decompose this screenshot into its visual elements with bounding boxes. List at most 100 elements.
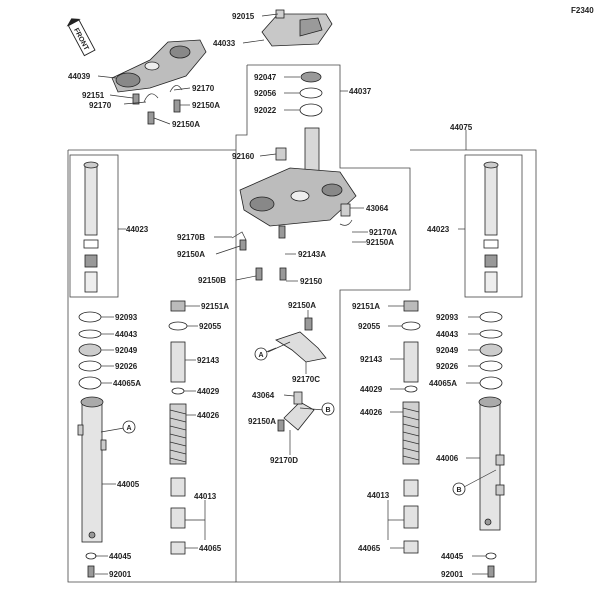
- right-fork-box: [340, 149, 537, 583]
- label-44013-left: 44013: [194, 492, 217, 501]
- bolt-92150: [279, 267, 287, 281]
- label-92093-left: 92093: [115, 313, 138, 322]
- callout-a-center-text: A: [258, 352, 263, 359]
- bolt-92151-top: [132, 93, 140, 105]
- clip-92170b: [231, 231, 247, 241]
- o-ring-92055-left: [168, 321, 188, 331]
- bolt-92143a: [278, 225, 286, 239]
- label-44033: 44033: [213, 39, 236, 48]
- label-44065a-left: 44065A: [113, 379, 141, 388]
- bush-44065a-left: [78, 376, 102, 390]
- label-92170b: 92170B: [177, 233, 205, 242]
- label-44026-left: 44026: [197, 411, 220, 420]
- label-92143-right: 92143: [360, 355, 383, 364]
- nut-92047: [300, 71, 322, 83]
- washer-92026-right: [479, 360, 503, 372]
- label-43064-top: 43064: [366, 204, 389, 213]
- label-92170c: 92170C: [292, 375, 320, 384]
- callout-b-right-text: B: [456, 487, 461, 494]
- spacer-92143-left: [170, 341, 186, 383]
- right-damper-rod-box: [464, 154, 523, 298]
- label-92001-left: 92001: [109, 570, 132, 579]
- label-92170-top: 92170: [89, 101, 112, 110]
- label-44043-left: 44043: [115, 330, 138, 339]
- label-92170d: 92170D: [270, 456, 298, 465]
- washer-92026-left: [78, 360, 102, 372]
- bolt-92001-left: [87, 565, 95, 578]
- clamp-92170-top: [143, 93, 159, 103]
- steering-stem-44037: [239, 127, 357, 227]
- bush-44065-left: [170, 541, 186, 555]
- label-92022: 92022: [254, 106, 277, 115]
- seal-92022: [299, 103, 323, 117]
- label-92143-left: 92143: [197, 356, 220, 365]
- label-44026-right: 44026: [360, 408, 383, 417]
- left-fork-box-side: [67, 150, 236, 583]
- label-92150a-center: 92150A: [288, 301, 316, 310]
- callout-a-center: A: [254, 347, 277, 361]
- label-92047: 92047: [254, 73, 277, 82]
- clamp-43064-top: [340, 203, 351, 217]
- oil-seal-92049-left: [78, 343, 102, 357]
- label-44029-left: 44029: [197, 387, 220, 396]
- spring-44026-right: [402, 401, 420, 465]
- label-92056: 92056: [254, 89, 277, 98]
- ring-44043-left: [78, 329, 102, 339]
- label-92143a: 92143A: [298, 250, 326, 259]
- callout-b-center-text: B: [325, 407, 330, 414]
- label-44006: 44006: [436, 454, 459, 463]
- spring-44026-left: [169, 403, 187, 465]
- label-92170a: 92170A: [369, 228, 397, 237]
- cap-92160: [275, 147, 287, 161]
- left-damper-rod-44023: [83, 161, 99, 293]
- outer-tube-44006: [478, 396, 505, 531]
- label-44045-right: 44045: [441, 552, 464, 561]
- bolt-92150a-left: [239, 239, 247, 251]
- clip-92170a: [339, 219, 353, 226]
- label-92015: 92015: [232, 12, 255, 21]
- seat-44029-right: [404, 385, 418, 393]
- leader-lines: [95, 13, 488, 575]
- piston-44013-right-b: [403, 505, 419, 529]
- label-44023-right: 44023: [427, 225, 450, 234]
- label-44037: 44037: [349, 87, 372, 96]
- piston-44013-left-b: [170, 507, 186, 529]
- label-44075: 44075: [450, 123, 473, 132]
- bracket-92170d: [277, 391, 325, 432]
- label-44065-right: 44065: [358, 544, 381, 553]
- oil-seal-92049-right: [479, 343, 503, 357]
- label-92151a-right: 92151A: [352, 302, 380, 311]
- label-44045-left: 44045: [109, 552, 132, 561]
- dust-seal-92093-right: [479, 311, 503, 323]
- label-92093-right: 92093: [436, 313, 459, 322]
- label-44043-right: 44043: [436, 330, 459, 339]
- label-92150a-top: 92150A: [172, 120, 200, 129]
- washer-92056: [299, 87, 323, 99]
- ring-44043-right: [479, 329, 503, 339]
- label-92150a-mid: 92150A: [366, 238, 394, 247]
- label-44029-right: 44029: [360, 385, 383, 394]
- label-44013-right: 44013: [367, 491, 390, 500]
- label-92160: 92160: [232, 152, 255, 161]
- washer-44045-right: [485, 552, 497, 560]
- left-damper-rod-box: [69, 154, 119, 298]
- label-92049-right: 92049: [436, 346, 459, 355]
- label-92150: 92150: [300, 277, 323, 286]
- callout-b-center: B: [321, 402, 335, 416]
- seat-44029-left: [171, 387, 185, 395]
- right-damper-rod-44023: [483, 161, 499, 293]
- front-arrow-icon: FRONT: [66, 18, 96, 57]
- callout-b-right: B: [452, 469, 497, 496]
- label-44005: 44005: [117, 480, 140, 489]
- label-92055-right: 92055: [358, 322, 381, 331]
- bolt-92150a-top: [147, 111, 155, 125]
- piston-44013-right-a: [403, 479, 419, 497]
- bolt-92150b: [255, 267, 263, 281]
- label-92001-right: 92001: [441, 570, 464, 579]
- label-43064-center: 43064: [252, 391, 275, 400]
- label-44065a-right: 44065A: [429, 379, 457, 388]
- o-ring-92055-right: [401, 321, 421, 331]
- label-92150a-center2: 92150A: [248, 417, 276, 426]
- outer-tube-44005: [77, 396, 107, 543]
